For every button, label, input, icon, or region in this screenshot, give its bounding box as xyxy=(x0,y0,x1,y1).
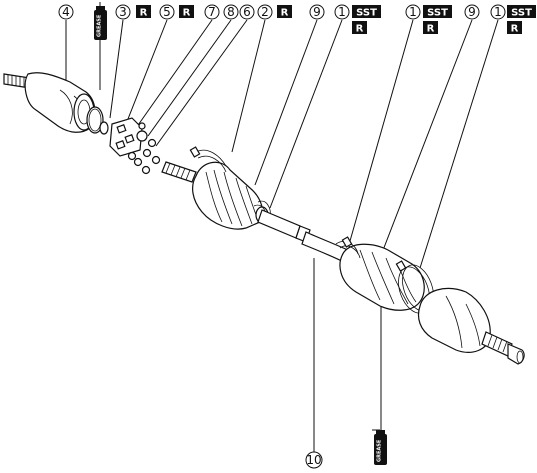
badge-r-5: R xyxy=(179,5,194,19)
badge-r-1-right: R xyxy=(507,21,522,35)
grease-tube-top-label: GREASE xyxy=(97,14,103,37)
callout-7: 7 xyxy=(204,4,220,20)
callout-4: 4 xyxy=(58,4,74,20)
grease-tube-icon-bottom: GREASE xyxy=(372,429,387,465)
outer-joint-housing xyxy=(3,72,96,133)
badge-sst-1-middle: SST xyxy=(423,5,452,19)
badge-r-2-text: R xyxy=(281,8,289,19)
callout-10-number: 10 xyxy=(306,453,321,467)
outer-boot xyxy=(339,243,425,311)
callout-5: 5 xyxy=(159,4,175,20)
badge-r-5-text: R xyxy=(183,8,191,19)
callout-1-right-number: 1 xyxy=(494,5,502,19)
shaft-spline-end-left xyxy=(161,161,197,183)
callout-9-left: 9 xyxy=(309,4,325,20)
callout-9-right: 9 xyxy=(464,4,480,20)
badge-sst-1-right: SST xyxy=(507,5,536,19)
badge-r-1-left-text: R xyxy=(356,24,364,35)
callout-8: 8 xyxy=(223,4,239,20)
drive-shaft xyxy=(257,209,353,265)
badge-sst-1-left-text: SST xyxy=(356,8,377,19)
badge-r-3-text: R xyxy=(140,8,148,19)
badge-r-1-right-text: R xyxy=(511,24,519,35)
tripod-joint xyxy=(109,117,161,175)
leader-lines xyxy=(65,19,499,455)
badge-r-1-left: R xyxy=(352,21,367,35)
callout-3: 3 xyxy=(115,4,131,20)
callout-1-left-number: 1 xyxy=(338,5,346,19)
callout-1-middle: 1 xyxy=(405,4,421,20)
callout-1-middle-number: 1 xyxy=(409,5,417,19)
badge-r-2: R xyxy=(277,5,292,19)
callout-7-number: 7 xyxy=(208,5,216,19)
badge-r-3: R xyxy=(136,5,151,19)
badge-r-1-middle: R xyxy=(423,21,438,35)
callout-3-number: 3 xyxy=(119,5,127,19)
callout-6: 6 xyxy=(239,4,255,20)
badge-sst-1-middle-text: SST xyxy=(427,8,448,19)
callout-1-right: 1 xyxy=(490,4,506,20)
boot-band-small-right xyxy=(335,236,361,259)
snap-ring xyxy=(86,106,104,134)
callout-4-number: 4 xyxy=(62,5,70,19)
callout-5-number: 5 xyxy=(163,5,171,19)
grease-tube-bottom-label: GREASE xyxy=(377,439,383,462)
badge-r-1-middle-text: R xyxy=(427,24,435,35)
grease-tube-icon-top: GREASE xyxy=(94,2,107,40)
inner-boot xyxy=(192,161,269,230)
callout-2: 2 xyxy=(257,4,273,20)
badge-sst-1-left: SST xyxy=(352,5,381,19)
callout-1-left: 1 xyxy=(334,4,350,20)
callout-8-number: 8 xyxy=(227,5,235,19)
callout-6-number: 6 xyxy=(243,5,251,19)
badge-sst-1-right-text: SST xyxy=(511,8,532,19)
clip-ring xyxy=(99,121,109,135)
boot-band-large-left xyxy=(189,146,227,173)
callout-9-right-number: 9 xyxy=(468,5,476,19)
callout-9-left-number: 9 xyxy=(313,5,321,19)
outer-cv-joint xyxy=(417,287,525,365)
callout-2-number: 2 xyxy=(261,5,269,19)
callout-10: 10 xyxy=(305,451,323,469)
